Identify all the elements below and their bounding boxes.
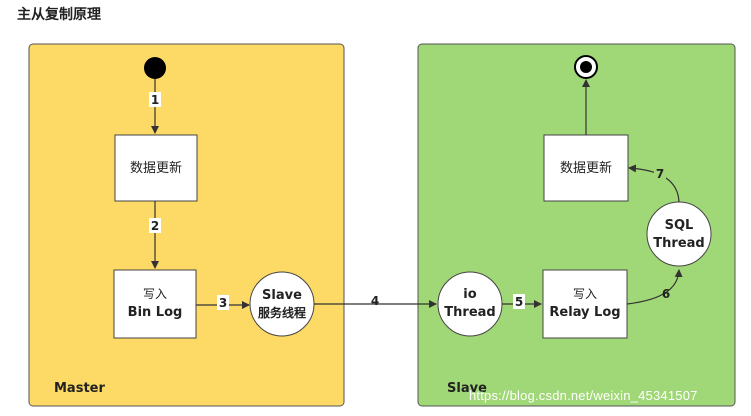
step-4-label: 4 xyxy=(371,294,379,308)
step-7-label: 7 xyxy=(656,167,664,181)
arrow-6 xyxy=(626,269,683,305)
slave-service-thread-circle xyxy=(249,271,315,337)
io-thread-line1: io xyxy=(463,287,476,302)
sql-thread-line2: Thread xyxy=(653,236,704,251)
write-binlog-box xyxy=(113,269,197,339)
write-relaylog-line2: Relay Log xyxy=(549,305,620,320)
master-panel xyxy=(28,43,345,407)
master-data-update-box xyxy=(114,134,198,202)
step-5-label: 5 xyxy=(515,295,523,309)
page-title: 主从复制原理 xyxy=(17,7,101,23)
slave-service-thread-line2: 服务线程 xyxy=(258,305,306,320)
step-2-label: 2 xyxy=(151,219,159,233)
master-data-update-label: 数据更新 xyxy=(130,160,182,176)
end-node-inner xyxy=(580,61,592,73)
step-1-label: 1 xyxy=(151,93,159,107)
io-thread-line2: Thread xyxy=(444,305,495,320)
slave-data-update-label: 数据更新 xyxy=(560,160,612,176)
slave-data-update-box xyxy=(543,134,629,202)
start-node xyxy=(144,57,166,79)
write-relaylog-line1: 写入 xyxy=(573,287,597,301)
slave-label: Slave xyxy=(447,381,487,396)
io-thread-circle xyxy=(437,271,503,337)
write-binlog-line1: 写入 xyxy=(143,287,167,301)
write-relaylog-box xyxy=(542,269,628,339)
sql-thread-line1: SQL xyxy=(665,218,694,233)
watermark-url: https://blog.csdn.net/weixin_45341507 xyxy=(469,388,698,403)
sql-thread-circle xyxy=(646,201,712,267)
write-binlog-line2: Bin Log xyxy=(128,305,183,320)
step-3-label: 3 xyxy=(219,296,227,310)
step-6-label: 6 xyxy=(662,287,670,301)
slave-service-thread-line1: Slave xyxy=(262,288,302,303)
master-label: Master xyxy=(54,381,105,396)
